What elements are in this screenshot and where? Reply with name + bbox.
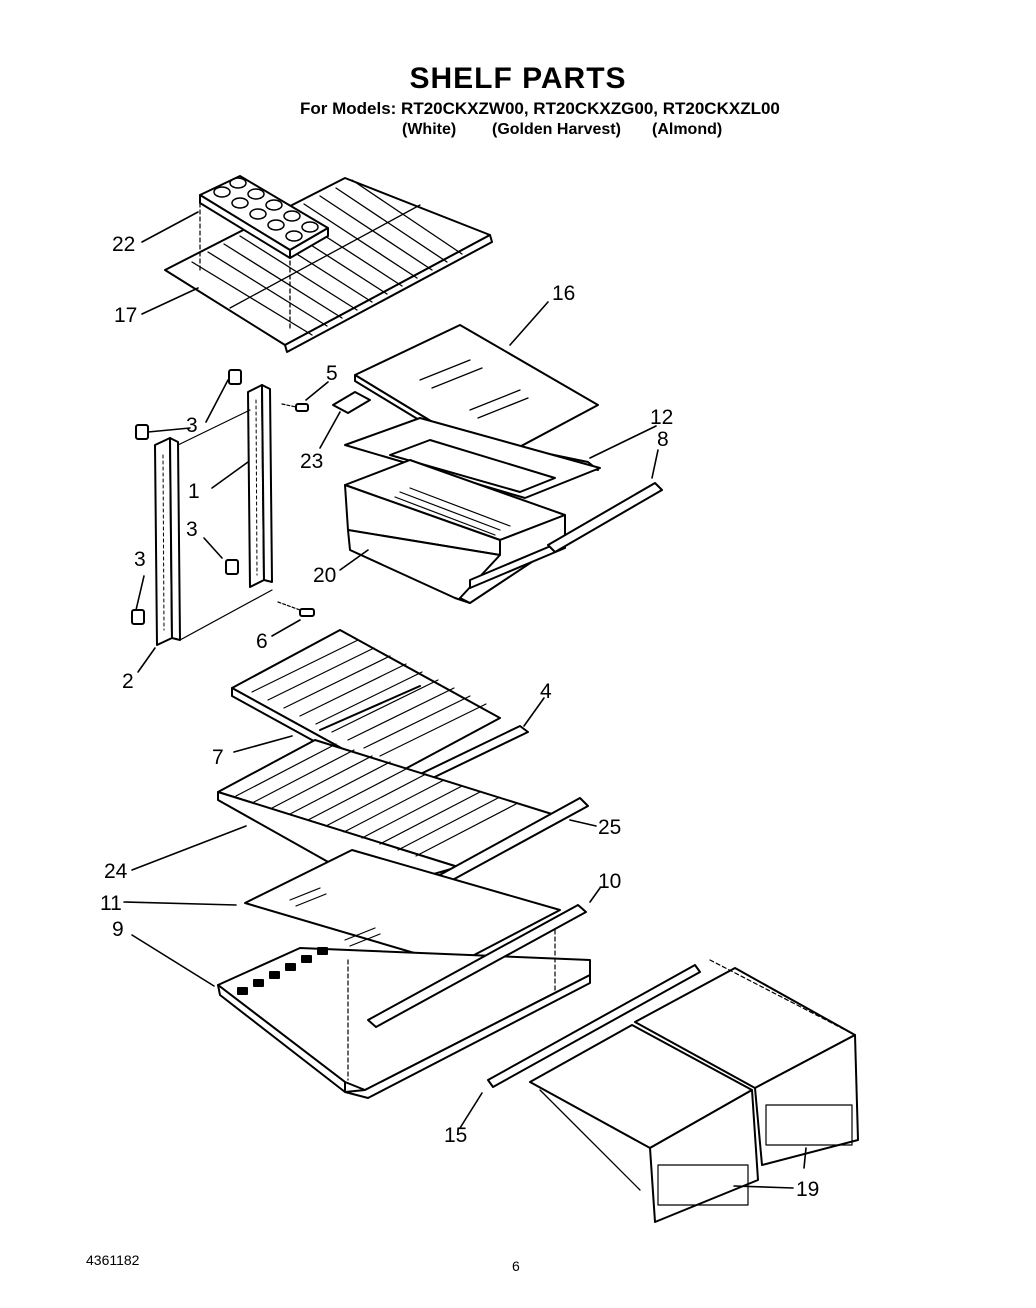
callout-10: 10 bbox=[598, 870, 621, 893]
egg-tray bbox=[199, 175, 329, 271]
callout-22: 22 bbox=[112, 233, 135, 256]
callout-25: 25 bbox=[598, 816, 621, 839]
callout-16: 16 bbox=[552, 282, 575, 305]
shelf-rails bbox=[154, 384, 273, 646]
wire-shelf-top bbox=[164, 177, 493, 353]
callout-3-middle: 3 bbox=[186, 518, 198, 541]
callout-24: 24 bbox=[104, 860, 128, 883]
crisper-pans bbox=[487, 959, 859, 1223]
callout-12: 12 bbox=[650, 406, 673, 429]
pins bbox=[277, 403, 315, 617]
glass-insert bbox=[244, 849, 561, 966]
callout-15: 15 bbox=[444, 1124, 467, 1147]
callout-17: 17 bbox=[114, 304, 137, 327]
crisper-frame-rail bbox=[367, 904, 587, 1028]
callout-1: 1 bbox=[188, 480, 200, 503]
page-title: SHELF PARTS bbox=[409, 62, 627, 95]
callout-8: 8 bbox=[657, 428, 669, 451]
callout-2: 2 bbox=[122, 670, 134, 693]
color-almond: (Almond) bbox=[652, 121, 723, 138]
callout-3-lower: 3 bbox=[134, 548, 146, 571]
page-number: 6 bbox=[512, 1258, 520, 1274]
callout-11: 11 bbox=[100, 892, 122, 915]
callout-19: 19 bbox=[796, 1178, 819, 1201]
color-golden-harvest: (Golden Harvest) bbox=[492, 121, 621, 138]
color-white: (White) bbox=[402, 121, 457, 138]
callout-labels: 22 17 16 5 3 23 12 8 1 3 20 3 6 2 4 7 25… bbox=[100, 233, 819, 1201]
callout-7: 7 bbox=[212, 746, 224, 769]
meat-pan bbox=[344, 417, 601, 604]
callout-3-top: 3 bbox=[186, 414, 198, 437]
document-number: 4361182 bbox=[86, 1252, 140, 1268]
crisper-frame bbox=[217, 929, 591, 1099]
callout-4: 4 bbox=[540, 680, 552, 703]
leader-lines bbox=[123, 211, 807, 1189]
callout-20: 20 bbox=[313, 564, 336, 587]
callout-5: 5 bbox=[326, 362, 338, 385]
meat-pan-rail bbox=[547, 482, 663, 553]
callout-9: 9 bbox=[112, 918, 124, 941]
models-line: For Models: RT20CKXZW00, RT20CKXZG00, RT… bbox=[300, 99, 780, 118]
rail-clips bbox=[131, 369, 242, 625]
callout-23: 23 bbox=[300, 450, 323, 473]
callout-6: 6 bbox=[256, 630, 268, 653]
